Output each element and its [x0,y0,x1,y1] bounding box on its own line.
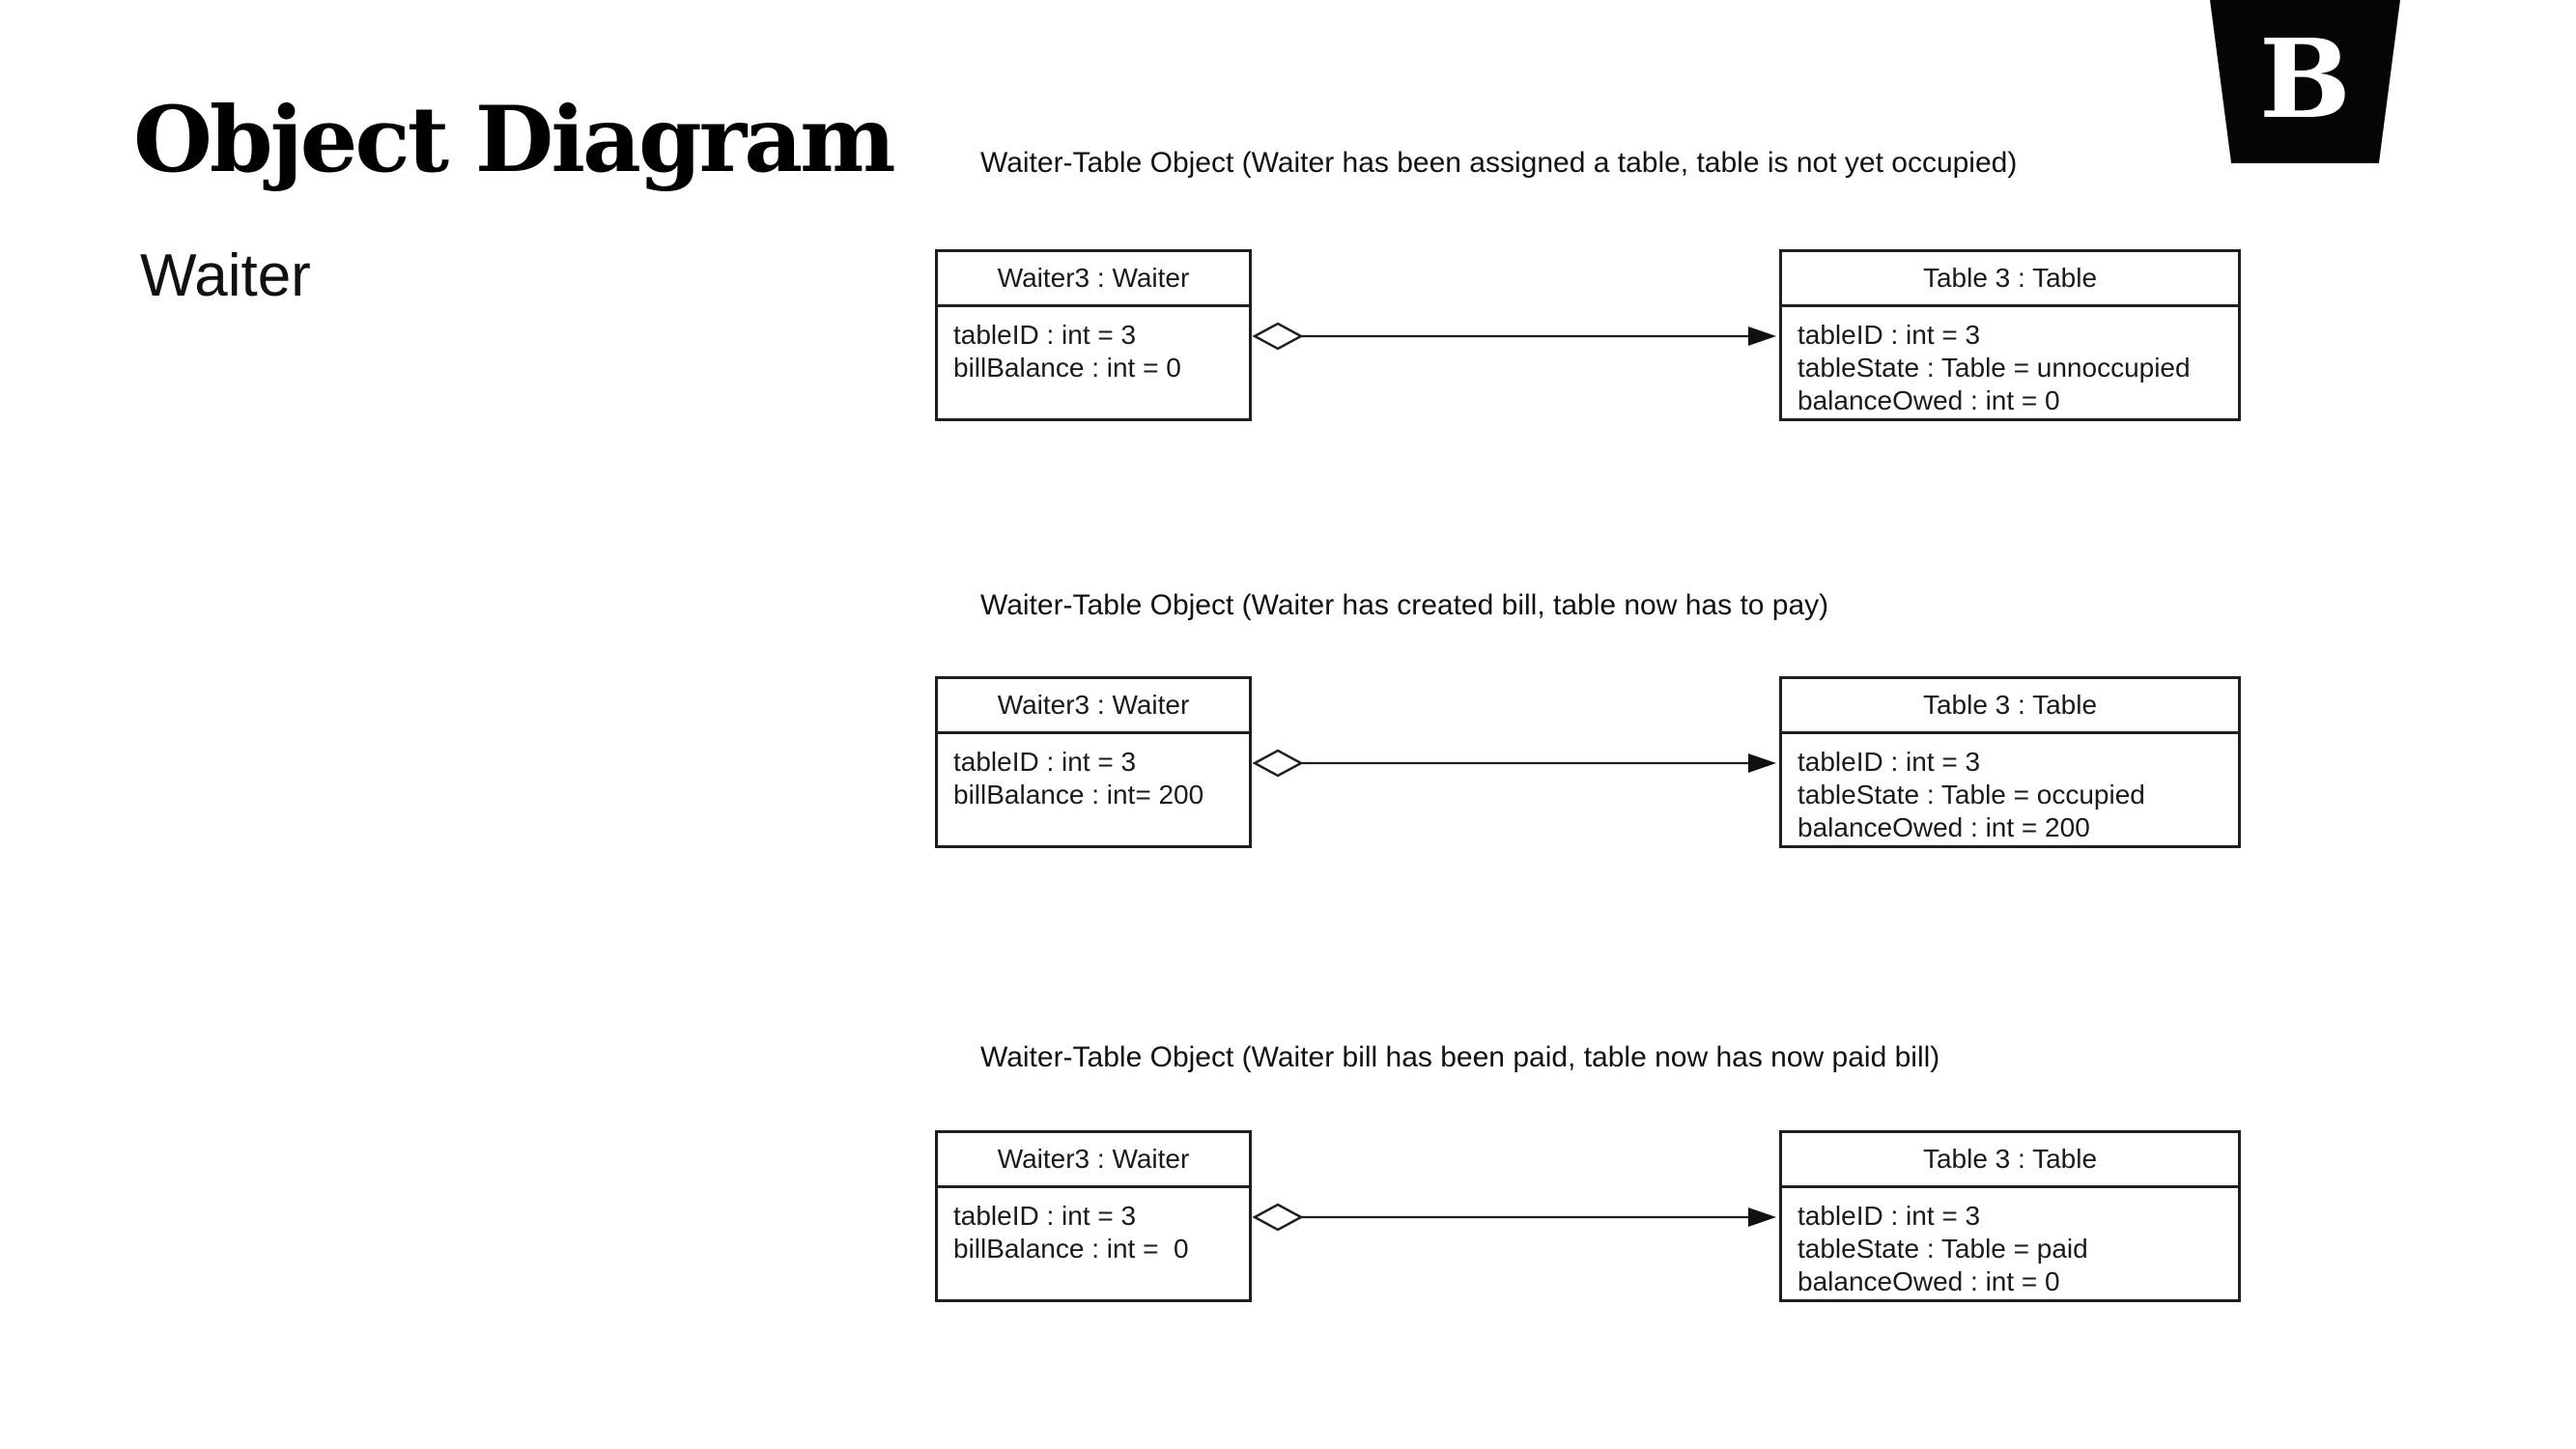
diagram-caption: Waiter-Table Object (Waiter has created … [980,589,1829,621]
uml-box-attributes: tableID : int = 3 billBalance : int = 0 [938,307,1249,384]
uml-attribute: tableID : int = 3 [1798,320,1981,350]
uml-attribute: balanceOwed : int = 0 [1798,385,2060,415]
uml-object-box-table: Table 3 : Table tableID : int = 3 tableS… [1779,1130,2241,1302]
aggregation-diamond-icon [1252,322,1304,351]
uml-attribute: balanceOwed : int = 200 [1798,812,2090,842]
uml-attribute: tableID : int = 3 [953,747,1137,777]
page-title: Object Diagram [133,87,896,193]
uml-attribute: tableState : Table = paid [1798,1234,2088,1264]
uml-box-attributes: tableID : int = 3 tableState : Table = p… [1782,1188,2238,1298]
uml-object-box-waiter: Waiter3 : Waiter tableID : int = 3 billB… [935,249,1252,421]
page-subtitle: Waiter [140,242,311,309]
uml-box-attributes: tableID : int = 3 tableState : Table = u… [1782,307,2238,417]
arrowhead-icon [1748,753,1776,773]
uml-attribute: billBalance : int = 0 [953,1234,1189,1264]
uml-box-attributes: tableID : int = 3 billBalance : int= 200 [938,734,1249,811]
uml-object-box-table: Table 3 : Table tableID : int = 3 tableS… [1779,676,2241,848]
uml-attribute: tableID : int = 3 [1798,747,1981,777]
uml-attribute: billBalance : int = 0 [953,353,1181,383]
uml-box-title: Waiter3 : Waiter [938,252,1249,307]
aggregation-diamond-icon [1252,749,1304,778]
diagram-caption: Waiter-Table Object (Waiter has been ass… [980,147,2018,179]
uml-object-box-waiter: Waiter3 : Waiter tableID : int = 3 billB… [935,1130,1252,1302]
uml-attribute: tableState : Table = unnoccupied [1798,353,2191,383]
uml-box-title: Waiter3 : Waiter [938,1133,1249,1188]
uml-attribute: billBalance : int= 200 [953,780,1204,810]
aggregation-connector [1252,322,1776,351]
arrowhead-icon [1748,327,1776,346]
uml-attribute: tableID : int = 3 [953,320,1137,350]
uml-box-attributes: tableID : int = 3 tableState : Table = o… [1782,734,2238,844]
brand-badge: B [2210,0,2400,163]
uml-attribute: tableID : int = 3 [953,1201,1137,1231]
arrowhead-icon [1748,1208,1776,1227]
uml-object-box-waiter: Waiter3 : Waiter tableID : int = 3 billB… [935,676,1252,848]
uml-attribute: tableState : Table = occupied [1798,780,2145,810]
aggregation-connector [1252,1203,1776,1232]
uml-attribute: balanceOwed : int = 0 [1798,1266,2060,1296]
uml-box-title: Table 3 : Table [1782,252,2238,307]
uml-object-box-table: Table 3 : Table tableID : int = 3 tableS… [1779,249,2241,421]
aggregation-connector [1252,749,1776,778]
brand-letter: B [2259,15,2351,143]
uml-attribute: tableID : int = 3 [1798,1201,1981,1231]
uml-box-attributes: tableID : int = 3 billBalance : int = 0 [938,1188,1249,1265]
diagram-caption: Waiter-Table Object (Waiter bill has bee… [980,1041,1940,1073]
aggregation-diamond-icon [1252,1203,1304,1232]
uml-box-title: Table 3 : Table [1782,1133,2238,1188]
uml-box-title: Waiter3 : Waiter [938,679,1249,734]
uml-box-title: Table 3 : Table [1782,679,2238,734]
